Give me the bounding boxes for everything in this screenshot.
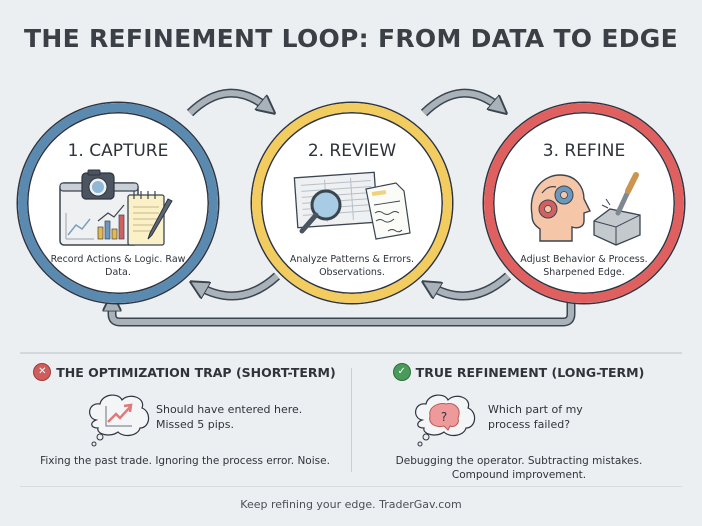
thought-line: Missed 5 pips. xyxy=(156,418,234,431)
page-title: THE REFINEMENT LOOP: FROM DATA TO EDGE xyxy=(24,24,678,53)
arrow-review-to-capture xyxy=(198,272,281,301)
thought-line: Should have entered here. xyxy=(156,403,303,416)
stage-ring xyxy=(252,103,452,303)
thought-text: Which part of my process failed? xyxy=(488,402,583,432)
stage-description: Record Actions & Logic. Raw Data. xyxy=(50,254,186,278)
panel-heading-text: TRUE REFINEMENT (LONG-TERM) xyxy=(415,364,645,380)
panel-true-refinement: ✓ TRUE REFINEMENT (LONG-TERM) ? Which pa… xyxy=(354,364,684,484)
stage-title: 3. REFINE xyxy=(542,141,626,161)
camera-chart-notepad-icon xyxy=(59,169,173,246)
check-circle-icon: ✓ xyxy=(393,364,410,380)
x-circle-icon: ✕ xyxy=(34,364,51,380)
stage-title: 1. CAPTURE xyxy=(67,141,169,161)
gear-blue-icon xyxy=(554,185,574,205)
panel-summary: Fixing the past trade. Ignoring the proc… xyxy=(40,455,330,467)
arrow-refine-to-capture xyxy=(112,294,576,327)
thought-line: process failed? xyxy=(488,418,571,431)
stage-description: Analyze Patterns & Errors. Observations. xyxy=(289,254,415,278)
stage-refine: 3. REFINE Adjust Behavior & Process. Sha… xyxy=(484,103,684,303)
thought-bubble-brain-icon: ? xyxy=(415,394,476,447)
panel-separator xyxy=(351,368,352,472)
arrow-review-to-refine xyxy=(420,88,500,117)
panel-heading: ✕ THE OPTIMIZATION TRAP (SHORT-TERM) xyxy=(20,364,350,380)
arrow-refine-to-review xyxy=(430,272,511,301)
stage-review: 2. REVIEW Analyze Patterns & Errors. Obs… xyxy=(252,103,452,303)
magnifier-document-icon xyxy=(293,171,411,240)
stage-ring xyxy=(18,103,218,303)
arrow-capture-to-review xyxy=(186,88,268,117)
stage-description: Adjust Behavior & Process. Sharpened Edg… xyxy=(520,254,648,278)
stage-title: 2. REVIEW xyxy=(307,141,397,161)
panel-heading-text: THE OPTIMIZATION TRAP (SHORT-TERM) xyxy=(56,364,336,380)
thought-line: Which part of my xyxy=(488,403,583,416)
panel-heading: ✓ TRUE REFINEMENT (LONG-TERM) xyxy=(354,364,684,380)
thought-text: Should have entered here. Missed 5 pips. xyxy=(156,402,302,432)
stage-ring xyxy=(484,103,684,303)
summary-line: Debugging the operator. Subtracting mist… xyxy=(395,455,643,467)
thought-bubble-chart-icon xyxy=(89,394,150,447)
gear-red-icon xyxy=(538,199,558,219)
brain-gears-chisel-icon xyxy=(530,172,641,246)
panel-optimization-trap: ✕ THE OPTIMIZATION TRAP (SHORT-TERM) Sho… xyxy=(20,364,350,484)
stage-capture: 1. CAPTURE Record Actions & Logic. Raw D… xyxy=(18,103,218,303)
panel-summary: Debugging the operator. Subtracting mist… xyxy=(354,454,684,482)
summary-line: Compound improvement. xyxy=(451,469,587,481)
footer-tagline: Keep refining your edge. TraderGav.com xyxy=(240,498,462,511)
footer-divider xyxy=(20,486,682,487)
svg-text:?: ? xyxy=(441,410,447,424)
section-divider xyxy=(20,352,682,354)
